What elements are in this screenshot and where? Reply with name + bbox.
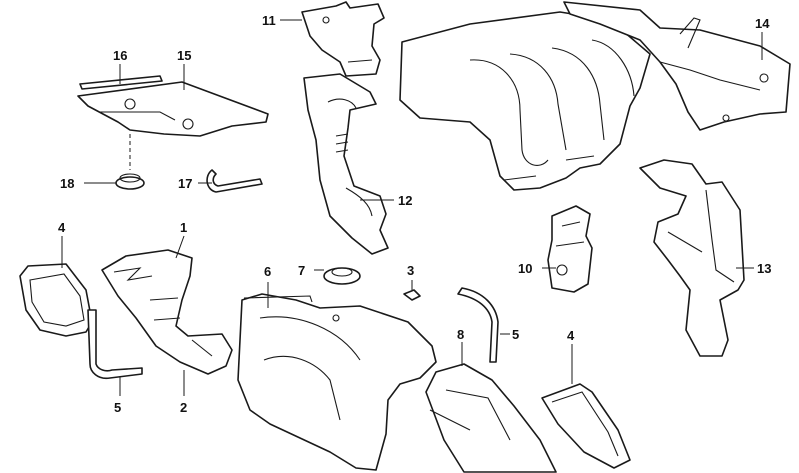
part-5-hose-right xyxy=(457,287,499,363)
callout-numbers: 16 15 18 17 11 12 14 10 13 4 1 2 5 6 7 3… xyxy=(58,13,771,415)
part-4-frame-right xyxy=(541,383,631,469)
callout-5-left: 5 xyxy=(114,400,121,415)
part-12-duct xyxy=(303,73,389,255)
callout-2: 2 xyxy=(180,400,187,415)
callout-8: 8 xyxy=(457,327,464,342)
callout-13: 13 xyxy=(757,261,771,276)
callout-6: 6 xyxy=(264,264,271,279)
part-5-hose-left xyxy=(87,309,143,380)
leader-lines xyxy=(61,19,763,396)
part-6-large-duct xyxy=(237,293,437,471)
part-14-heat-shield xyxy=(563,1,791,131)
part-16-strip xyxy=(79,75,163,90)
part-17-hose xyxy=(206,169,263,193)
callout-11: 11 xyxy=(262,13,276,28)
callout-14: 14 xyxy=(755,16,770,31)
callout-12: 12 xyxy=(398,193,412,208)
intake-manifold xyxy=(399,11,651,191)
part-1-air-guide xyxy=(101,249,233,375)
part-11-bracket xyxy=(301,1,385,77)
callout-16: 16 xyxy=(113,48,127,63)
callout-1: 1 xyxy=(180,220,187,235)
part-7-grommet xyxy=(323,267,361,285)
callout-5-right: 5 xyxy=(512,327,519,342)
callout-10: 10 xyxy=(518,261,532,276)
callout-7: 7 xyxy=(298,263,305,278)
part-10-bracket xyxy=(547,205,593,293)
callout-18: 18 xyxy=(60,176,74,191)
callout-3: 3 xyxy=(407,263,414,278)
part-18-grommet xyxy=(115,173,145,190)
callout-4-right: 4 xyxy=(567,328,575,343)
part-15-plate xyxy=(77,81,269,137)
part-4-frame-left xyxy=(19,263,93,337)
part-13-shield xyxy=(639,159,745,357)
part-3-clip xyxy=(403,289,421,301)
part-8-duct xyxy=(425,363,557,473)
callout-4-left: 4 xyxy=(58,220,66,235)
callout-15: 15 xyxy=(177,48,191,63)
callout-17: 17 xyxy=(178,176,192,191)
